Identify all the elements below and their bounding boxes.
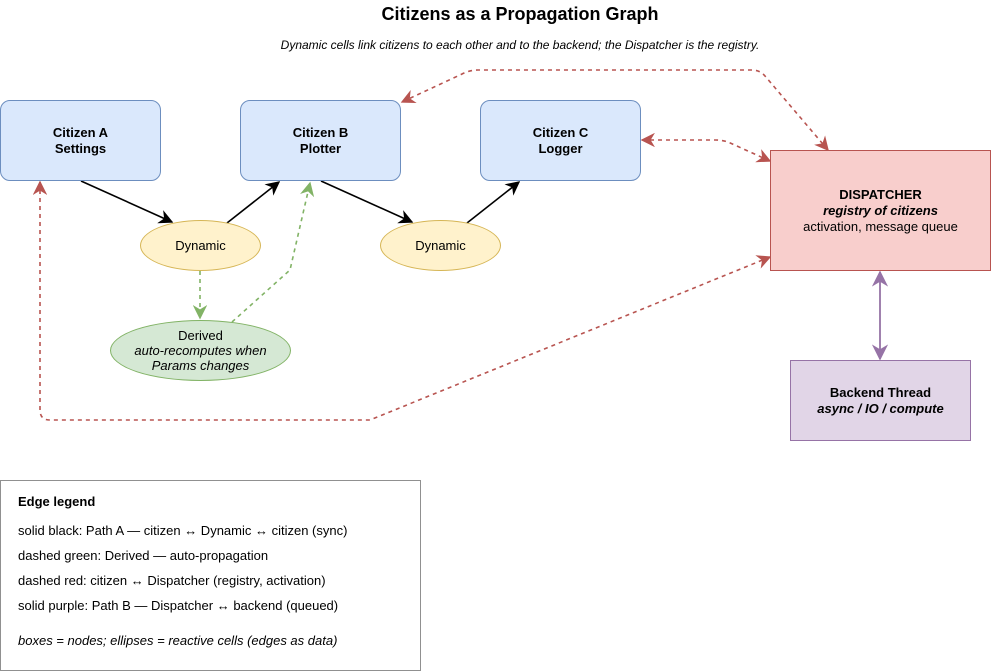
- edge-a-to-dispatcher: [32, 180, 772, 421]
- edge-a-to-dynamic1: [80, 180, 174, 224]
- dispatcher-title: DISPATCHER: [839, 186, 922, 202]
- diagram-subtitle: Dynamic cells link citizens to each othe…: [280, 38, 760, 52]
- citizen-a-role: Settings: [54, 140, 107, 156]
- legend-note: boxes = nodes; ellipses = reactive cells…: [18, 633, 338, 648]
- edge-legend: Edge legend solid black: Path A — citize…: [0, 480, 421, 671]
- derived-cell-desc-2: Params changes: [151, 358, 250, 373]
- backend-thread-node[interactable]: Backend Thread async / IO / compute: [790, 360, 971, 441]
- citizen-a-node[interactable]: Citizen A Settings: [0, 100, 161, 181]
- citizen-b-name: Citizen B: [292, 124, 349, 140]
- legend-item-solid-purple: solid purple: Path B — Dispatcher ↔ back…: [18, 598, 339, 613]
- citizen-a-name: Citizen A: [52, 124, 109, 140]
- dynamic-cell-2[interactable]: Dynamic: [380, 220, 501, 271]
- legend-item-solid-black: solid black: Path A — citizen ↔ Dynamic …: [18, 523, 348, 538]
- backend-thread-title: Backend Thread: [829, 384, 932, 400]
- legend-item-dashed-red: dashed red: citizen ↔ Dispatcher (regist…: [18, 573, 326, 588]
- citizen-c-node[interactable]: Citizen C Logger: [480, 100, 641, 181]
- dynamic-cell-1-label: Dynamic: [175, 237, 226, 253]
- citizen-c-role: Logger: [538, 140, 583, 156]
- legend-item-dashed-green: dashed green: Derived — auto-propagation: [18, 548, 269, 563]
- edge-dispatcher-to-b: [400, 69, 829, 152]
- derived-cell-desc-1: auto-recomputes when: [134, 343, 267, 358]
- citizen-c-name: Citizen C: [532, 124, 589, 140]
- legend-title: Edge legend: [18, 494, 96, 509]
- dispatcher-desc: activation, message queue: [803, 218, 958, 234]
- diagram-title: Citizens as a Propagation Graph: [381, 4, 659, 24]
- edge-dynamic1-to-b: [226, 181, 281, 224]
- citizen-b-role: Plotter: [299, 140, 342, 156]
- dynamic-cell-2-label: Dynamic: [415, 237, 466, 253]
- citizen-b-node[interactable]: Citizen B Plotter: [240, 100, 401, 181]
- edge-b-to-dynamic2: [320, 180, 414, 224]
- dispatcher-node[interactable]: DISPATCHER registry of citizens activati…: [770, 150, 991, 271]
- derived-cell-title: Derived: [178, 328, 223, 343]
- dynamic-cell-1[interactable]: Dynamic: [140, 220, 261, 271]
- backend-thread-desc: async / IO / compute: [817, 400, 944, 416]
- dispatcher-role: registry of citizens: [823, 202, 938, 218]
- derived-cell[interactable]: Derived auto-recomputes when Params chan…: [110, 320, 291, 381]
- edge-c-to-dispatcher: [640, 132, 772, 163]
- edge-dynamic2-to-c: [466, 181, 521, 224]
